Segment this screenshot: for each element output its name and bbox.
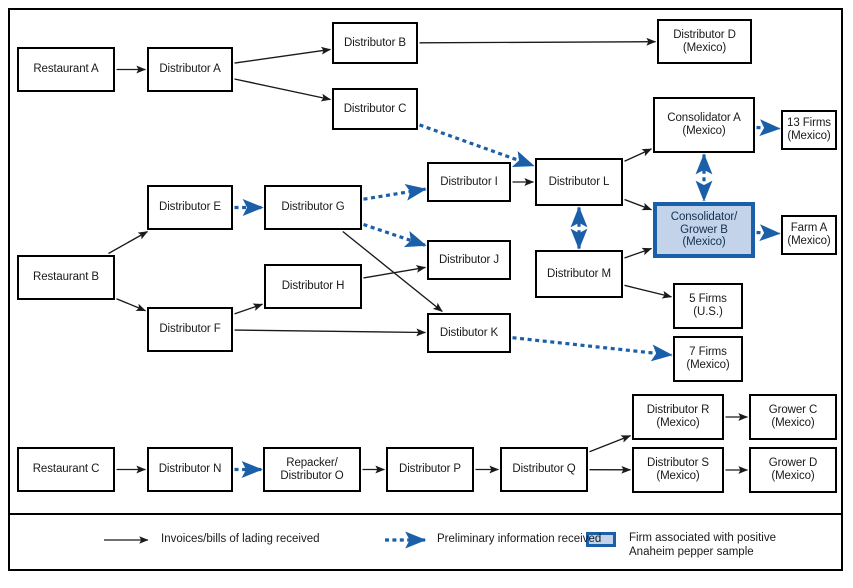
node-distL[interactable]: Distributor L <box>535 158 623 206</box>
node-distI[interactable]: Distributor I <box>427 162 511 202</box>
node-distN[interactable]: Distributor N <box>147 447 233 492</box>
legend-label-solid: Invoices/bills of lading received <box>161 533 320 545</box>
node-repackO[interactable]: Repacker/ Distributor O <box>263 447 361 492</box>
node-distS[interactable]: Distributor S (Mexico) <box>632 447 724 493</box>
node-distK[interactable]: Distibutor K <box>427 313 511 353</box>
node-firms5[interactable]: 5 Firms (U.S.) <box>673 283 743 329</box>
node-distF[interactable]: Distributor F <box>147 307 233 352</box>
node-firms13[interactable]: 13 Firms (Mexico) <box>781 110 837 150</box>
node-distE[interactable]: Distributor E <box>147 185 233 230</box>
node-restA[interactable]: Restaurant A <box>17 47 115 92</box>
node-consGB[interactable]: Consolidator/ Grower B (Mexico) <box>653 202 755 258</box>
node-distA[interactable]: Distributor A <box>147 47 233 92</box>
node-distM[interactable]: Distributor M <box>535 250 623 298</box>
node-firms7[interactable]: 7 Firms (Mexico) <box>673 336 743 382</box>
node-restB[interactable]: Restaurant B <box>17 255 115 300</box>
node-distR[interactable]: Distributor R (Mexico) <box>632 394 724 440</box>
legend-divider <box>10 513 841 515</box>
legend-label-swatch: Firm associated with positive Anaheim pe… <box>629 532 776 558</box>
node-distD[interactable]: Distributor D (Mexico) <box>657 19 752 64</box>
node-growerD[interactable]: Grower D (Mexico) <box>749 447 837 493</box>
node-distC[interactable]: Distributor C <box>332 88 418 130</box>
node-consA[interactable]: Consolidator A (Mexico) <box>653 97 755 153</box>
figure-frame <box>8 8 843 571</box>
node-distP[interactable]: Distributor P <box>386 447 474 492</box>
node-distQ[interactable]: Distributor Q <box>500 447 588 492</box>
blue-swatch-icon <box>586 532 616 547</box>
node-distJ[interactable]: Distributor J <box>427 240 511 280</box>
node-farmA[interactable]: Farm A (Mexico) <box>781 215 837 255</box>
node-distB[interactable]: Distributor B <box>332 22 418 64</box>
legend-label-dotted: Preliminary information received <box>437 533 602 545</box>
node-distH[interactable]: Distributor H <box>264 264 362 309</box>
node-restC[interactable]: Restaurant C <box>17 447 115 492</box>
node-growerC[interactable]: Grower C (Mexico) <box>749 394 837 440</box>
node-distG[interactable]: Distributor G <box>264 185 362 230</box>
